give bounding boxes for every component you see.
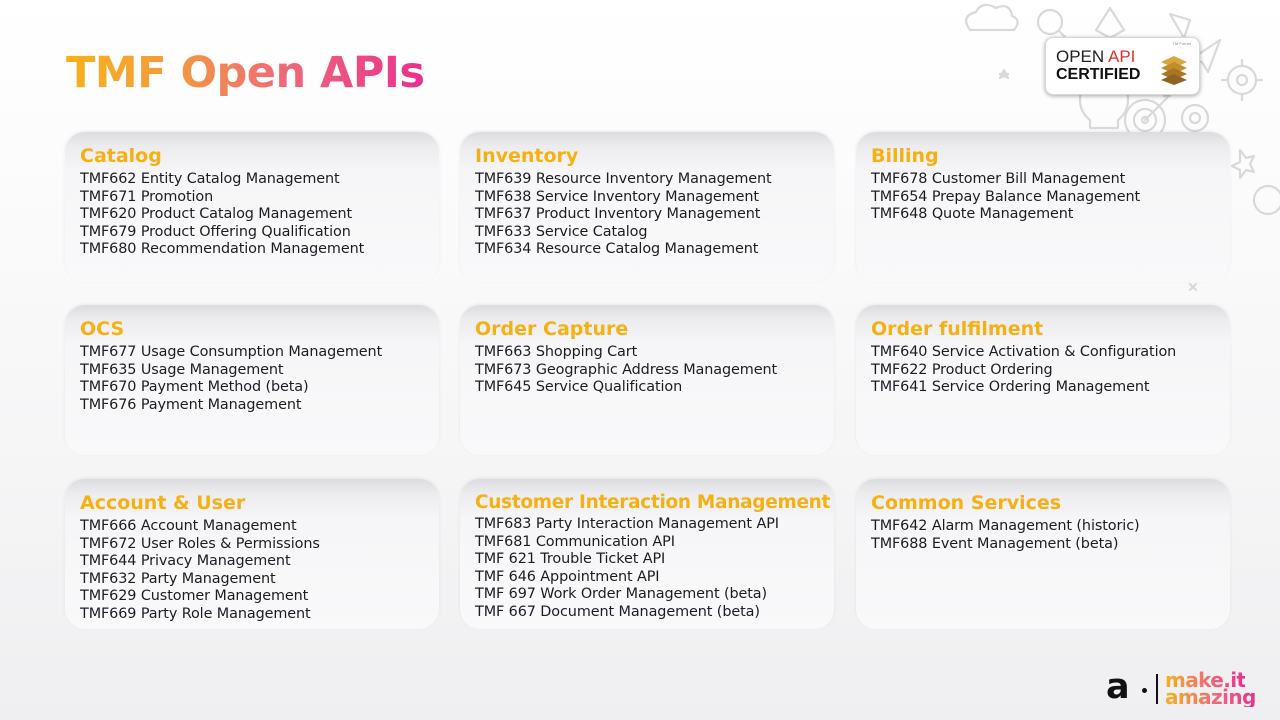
api-item: TMF632 Party Management: [80, 570, 276, 587]
api-item: TMF654 Prepay Balance Management: [871, 188, 1141, 205]
api-item: TMF679 Product Offering Qualification: [80, 223, 351, 240]
logo-separator: [1156, 674, 1158, 704]
section-card-account-user: Account & User TMF666 Account Management…: [65, 479, 439, 629]
api-list-customer-interaction: TMF683 Party Interaction Management API …: [475, 516, 779, 622]
api-item: TMF666 Account Management: [80, 518, 297, 534]
api-item: TMF669 Party Role Management: [80, 605, 311, 622]
api-item: TMF672 User Roles & Permissions: [80, 535, 320, 552]
logo-mark: a: [1106, 667, 1130, 707]
api-item: TMF 621 Trouble Ticket API: [475, 551, 666, 568]
api-list-account-user: TMF666 Account Management TMF672 User Ro…: [80, 518, 320, 624]
api-list-catalog: TMF662 Entity Catalog Management TMF671 …: [80, 171, 364, 259]
section-card-customer-interaction: Customer Interaction Management TMF683 P…: [460, 479, 834, 629]
api-item: TMF629 Customer Management: [80, 588, 309, 605]
section-card-catalog: Catalog TMF662 Entity Catalog Management…: [65, 132, 439, 282]
api-item: TMF633 Service Catalog: [475, 223, 648, 240]
section-title-account-user: Account & User: [80, 492, 246, 514]
badge-trademark: TM Forum: [1172, 41, 1191, 46]
api-item: TMF622 Product Ordering: [871, 361, 1053, 378]
api-item: TMF688 Event Management (beta): [871, 535, 1119, 552]
api-item: TMF635 Usage Management: [80, 361, 284, 378]
page-title: TMF Open APIs: [66, 48, 425, 98]
open-api-certified-badge: TM Forum OPEN API CERTIFIED: [1045, 37, 1200, 95]
api-item: TMF 667 Document Management (beta): [475, 603, 760, 620]
api-item: TMF678 Customer Bill Management: [871, 171, 1126, 187]
api-item: TMF640 Service Activation & Configuratio…: [871, 344, 1177, 360]
section-card-billing: Billing TMF678 Customer Bill Management …: [856, 132, 1230, 282]
section-title-customer-interaction: Customer Interaction Management: [475, 492, 831, 513]
logo-word-1: make.it: [1165, 668, 1246, 692]
api-item: TMF644 Privacy Management: [80, 553, 291, 570]
section-card-order-capture: Order Capture TMF663 Shopping Cart TMF67…: [460, 305, 834, 455]
section-card-order-fulfilment: Order fulfilment TMF640 Service Activati…: [856, 305, 1230, 455]
api-item: TMF634 Resource Catalog Management: [475, 241, 759, 258]
api-item: TMF663 Shopping Cart: [475, 344, 638, 360]
section-card-ocs: OCS TMF677 Usage Consumption Management …: [65, 305, 439, 455]
section-card-common-services: Common Services TMF642 Alarm Management …: [856, 479, 1230, 629]
api-item: TMF637 Product Inventory Management: [475, 206, 761, 223]
api-item: TMF645 Service Qualification: [475, 379, 683, 396]
api-list-ocs: TMF677 Usage Consumption Management TMF6…: [80, 344, 382, 414]
api-list-billing: TMF678 Customer Bill Management TMF654 P…: [871, 171, 1140, 224]
api-list-common-services: TMF642 Alarm Management (historic) TMF68…: [871, 518, 1140, 553]
api-item: TMF641 Service Ordering Management: [871, 379, 1150, 396]
certified-stack-icon: [1161, 56, 1187, 85]
api-item: TMF676 Payment Management: [80, 396, 302, 413]
api-item: TMF677 Usage Consumption Management: [80, 344, 383, 360]
logo-dot-icon: [1142, 688, 1147, 693]
api-item: TMF638 Service Inventory Management: [475, 188, 759, 205]
badge-certified-text: CERTIFIED: [1056, 66, 1141, 83]
company-logo: a make.it amazing: [1106, 668, 1266, 710]
section-title-billing: Billing: [871, 145, 939, 167]
api-item: TMF680 Recommendation Management: [80, 241, 365, 258]
section-title-catalog: Catalog: [80, 145, 162, 167]
logo-word-2: amazing: [1165, 685, 1256, 709]
api-item: TMF683 Party Interaction Management API: [475, 516, 779, 532]
api-list-order-capture: TMF663 Shopping Cart TMF673 Geographic A…: [475, 344, 777, 397]
api-item: TMF642 Alarm Management (historic): [871, 518, 1140, 534]
api-item: TMF662 Entity Catalog Management: [80, 171, 340, 187]
api-item: TMF 646 Appointment API: [475, 568, 660, 585]
api-item: TMF639 Resource Inventory Management: [475, 171, 772, 187]
api-item: TMF673 Geographic Address Management: [475, 361, 778, 378]
api-list-order-fulfilment: TMF640 Service Activation & Configuratio…: [871, 344, 1176, 397]
section-title-common-services: Common Services: [871, 492, 1062, 514]
api-item: TMF681 Communication API: [475, 533, 675, 550]
api-list-inventory: TMF639 Resource Inventory Management TMF…: [475, 171, 772, 259]
api-item: TMF620 Product Catalog Management: [80, 206, 353, 223]
api-item: TMF671 Promotion: [80, 188, 214, 205]
api-item: TMF648 Quote Management: [871, 206, 1074, 223]
section-title-order-capture: Order Capture: [475, 318, 629, 340]
section-title-ocs: OCS: [80, 318, 125, 340]
section-title-inventory: Inventory: [475, 145, 579, 167]
section-title-order-fulfilment: Order fulfilment: [871, 318, 1044, 340]
api-item: TMF 697 Work Order Management (beta): [475, 586, 768, 603]
badge-open-api-text: OPEN API: [1056, 47, 1136, 66]
section-card-inventory: Inventory TMF639 Resource Inventory Mana…: [460, 132, 834, 282]
api-item: TMF670 Payment Method (beta): [80, 379, 309, 396]
